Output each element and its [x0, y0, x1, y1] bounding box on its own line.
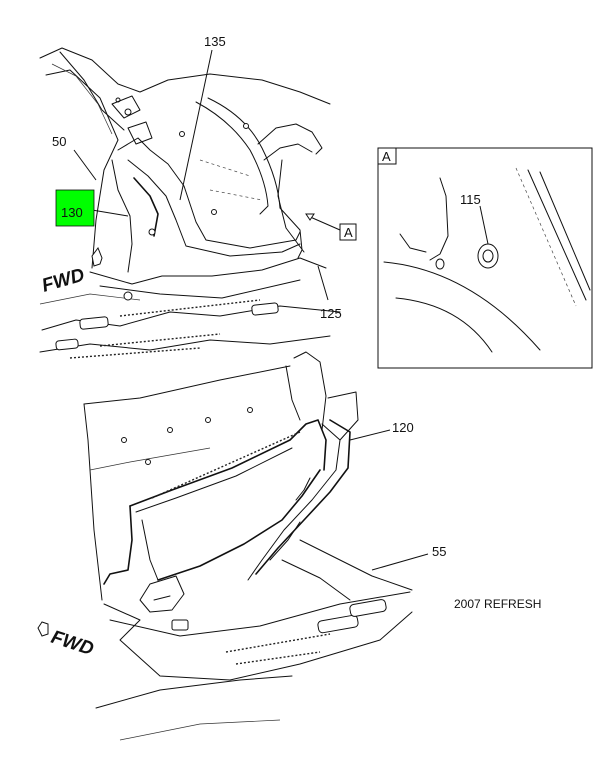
detail-view-label: A [382, 149, 391, 164]
callout-120: 120 [392, 420, 414, 435]
lower-assembly-drawing [83, 351, 413, 741]
fwd-arrow-bottom-icon [37, 621, 49, 637]
callout-50: 50 [52, 134, 66, 149]
highlight-box-130 [55, 189, 95, 227]
detail-view-label-box [377, 147, 397, 165]
fwd-label-top: FWD [40, 265, 88, 297]
fwd-arrow-bottom: FWD [37, 621, 96, 660]
fwd-label-bottom: FWD [48, 627, 96, 660]
callout-130: 130 [61, 205, 83, 220]
callout-55: 55 [432, 544, 446, 559]
detail-view-a [377, 147, 593, 369]
view-marker-box [339, 223, 357, 241]
upper-assembly-drawing [39, 47, 341, 359]
leader-lines [73, 49, 489, 571]
callout-135: 135 [204, 34, 226, 49]
callout-125: 125 [320, 306, 342, 321]
revision-note: 2007 REFRESH [454, 597, 541, 611]
fwd-arrow-top-icon [91, 246, 103, 267]
callout-115: 115 [460, 192, 481, 207]
view-marker-a: A [344, 225, 353, 240]
